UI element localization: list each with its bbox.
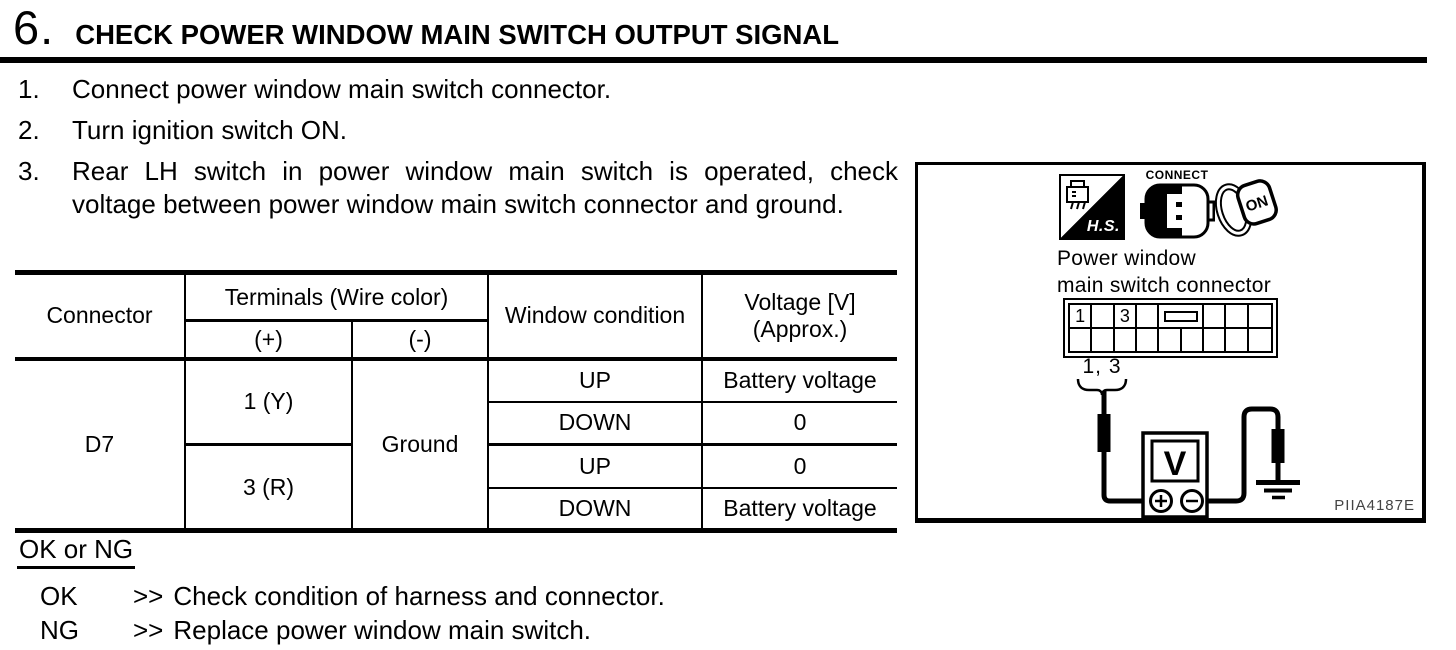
title-divider xyxy=(0,57,1427,63)
step-1: 1. Connect power window main switch conn… xyxy=(18,73,898,106)
section-number: 6. xyxy=(13,1,55,54)
section-header: 6. CHECK POWER WINDOW MAIN SWITCH OUTPUT… xyxy=(13,0,839,55)
result-ok-text: Check condition of harness and connector… xyxy=(173,581,665,611)
ignition-on-label: ON xyxy=(1244,192,1271,215)
cell-condition: UP xyxy=(488,358,704,403)
pin-cell xyxy=(1137,305,1160,329)
pin-cell xyxy=(1070,329,1093,351)
connect-icon: CONNECT xyxy=(1136,168,1218,245)
positive-probe xyxy=(1097,414,1111,452)
cell-connector: D7 xyxy=(15,358,186,531)
cell-voltage: Battery voltage xyxy=(702,358,898,403)
negative-lead-wire xyxy=(1203,406,1281,504)
pin-cell xyxy=(1226,305,1249,329)
step-3: 3. Rear LH switch in power window main s… xyxy=(18,155,898,221)
procedure-steps: 1. Connect power window main switch conn… xyxy=(18,73,898,229)
plus-terminal-icon xyxy=(1149,489,1173,513)
pin-cell xyxy=(1137,329,1160,351)
pin-cell-1: 1 xyxy=(1070,305,1093,329)
figure-caption: Power window main switch connector xyxy=(1057,245,1271,299)
pin-cell xyxy=(1115,329,1137,351)
result-ok-arrow: >> xyxy=(133,581,164,611)
result-ok-label: OK xyxy=(40,581,78,611)
positive-lead-wire xyxy=(1101,391,1150,504)
col-header-terminals: Terminals (Wire color) xyxy=(185,272,490,322)
step-2-number: 2. xyxy=(18,115,40,145)
step-1-text: Connect power window main switch connect… xyxy=(72,74,612,104)
negative-probe xyxy=(1271,429,1285,463)
voltage-header-line2: (Approx.) xyxy=(752,315,848,342)
hs-icon-label: H.S. xyxy=(1086,218,1120,235)
result-ng: NG >> Replace power window main switch. xyxy=(15,613,895,647)
result-section: OK or NG OK >> Check condition of harnes… xyxy=(15,534,895,647)
hs-tool-icon: H.S. xyxy=(1059,174,1125,240)
connector-glyph-icon xyxy=(1066,180,1089,210)
cell-condition: UP xyxy=(488,444,704,489)
pin-cell xyxy=(1204,305,1227,329)
connector-latch xyxy=(1163,310,1198,322)
page-title: CHECK POWER WINDOW MAIN SWITCH OUTPUT SI… xyxy=(75,19,840,50)
col-header-voltage: Voltage [V] (Approx.) xyxy=(702,272,898,361)
voltmeter: V xyxy=(1141,431,1209,518)
pin-cell xyxy=(1249,329,1271,351)
result-ok: OK >> Check condition of harness and con… xyxy=(15,579,895,613)
col-header-plus: (+) xyxy=(185,320,353,361)
col-header-minus: (-) xyxy=(352,320,490,361)
pin-cell xyxy=(1159,329,1182,351)
step-1-number: 1. xyxy=(18,74,40,104)
step-2-text: Turn ignition switch ON. xyxy=(72,115,348,145)
result-ng-text: Replace power window main switch. xyxy=(173,615,591,645)
col-header-connector: Connector xyxy=(15,272,186,361)
pin-cell xyxy=(1092,305,1115,329)
result-heading: OK or NG xyxy=(17,534,136,569)
pin-cell xyxy=(1092,329,1115,351)
pin-cell xyxy=(1204,329,1227,351)
cell-voltage: 0 xyxy=(702,401,898,446)
step-2: 2. Turn ignition switch ON. xyxy=(18,114,898,147)
cell-ground: Ground xyxy=(352,358,490,531)
step-3-text: Rear LH switch in power window main swit… xyxy=(72,156,898,219)
test-circuit-figure: H.S. CONNECT xyxy=(915,162,1426,523)
voltmeter-label: V xyxy=(1164,445,1187,483)
cell-voltage: 0 xyxy=(702,444,898,489)
pin-cell xyxy=(1182,329,1204,351)
voltage-header-line1: Voltage [V] xyxy=(744,288,856,315)
col-header-window-condition: Window condition xyxy=(488,272,704,361)
connector-diagram: 1 3 xyxy=(1063,298,1278,358)
pin-cell-3: 3 xyxy=(1114,305,1137,329)
figure-caption-line1: Power window xyxy=(1057,247,1196,270)
result-ng-label: NG xyxy=(40,615,79,645)
figure-id: PIIA4187E xyxy=(1334,497,1415,514)
connect-plug-icon xyxy=(1140,183,1216,239)
pin-cell xyxy=(1226,329,1249,351)
ignition-on-icon: ON xyxy=(1214,173,1278,244)
cell-condition: DOWN xyxy=(488,401,704,446)
cell-condition: DOWN xyxy=(488,487,704,531)
ground-symbol-icon xyxy=(1256,480,1300,500)
pin-cell xyxy=(1248,305,1271,329)
connect-icon-label: CONNECT xyxy=(1145,168,1209,182)
minus-terminal-icon xyxy=(1180,489,1204,513)
wiring-diagram: V xyxy=(1097,391,1300,518)
cell-terminal-1: 1 (Y) xyxy=(185,358,353,446)
figure-caption-line2: main switch connector xyxy=(1057,274,1272,297)
voltage-table: Connector Terminals (Wire color) Window … xyxy=(15,270,898,533)
cell-voltage: Battery voltage xyxy=(723,494,877,521)
result-ng-arrow: >> xyxy=(133,615,164,645)
connector-latch-cell xyxy=(1159,305,1204,329)
probe-pins-label: 1, 3 xyxy=(1082,355,1122,378)
cell-terminal-3: 3 (R) xyxy=(185,444,353,531)
figure-icons-row: H.S. CONNECT xyxy=(918,165,1422,245)
step-3-number: 3. xyxy=(18,156,40,186)
